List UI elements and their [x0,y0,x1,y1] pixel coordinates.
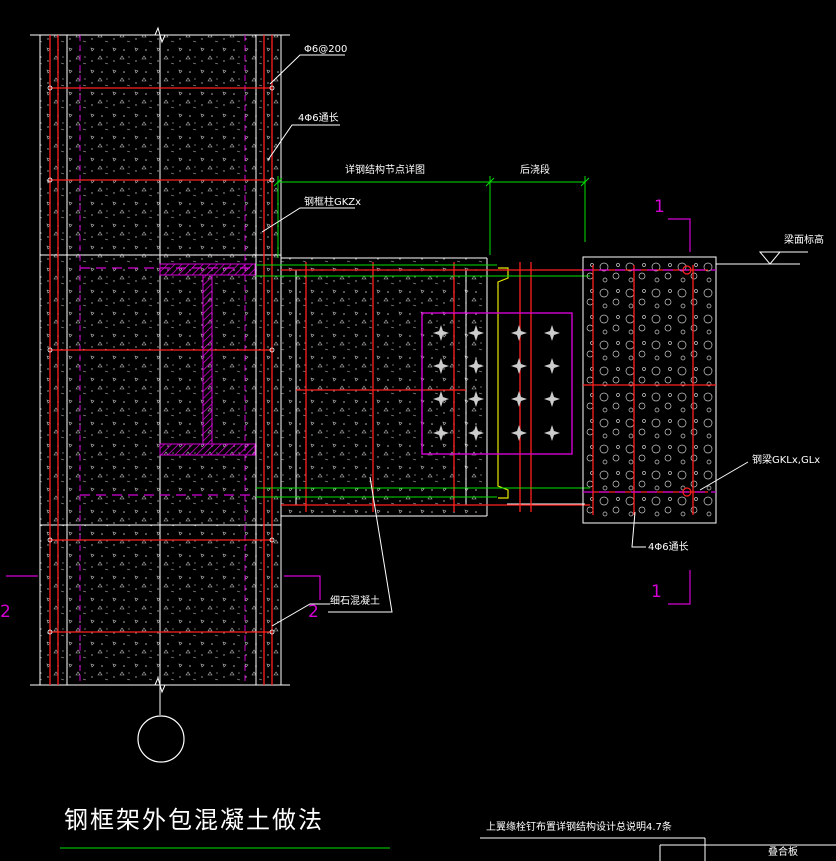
long-bars-bottom-label: 4Φ6通长 [648,542,689,553]
section-mark-1-bottom: 1 [651,582,662,602]
bolt-mark [544,358,560,374]
splice-bolts [433,325,560,441]
node-detail-label: 详钢结构节点详图 [345,165,425,176]
bolt-mark [511,391,527,407]
footnote: 上翼缘栓钉布置详钢结构设计总说明4.7条 [486,822,672,833]
section-mark-2-right: 2 [308,602,319,622]
section-mark-1-top: 1 [654,197,665,217]
steel-beam-right [582,251,808,548]
section-marks [6,218,691,605]
bolt-mark [511,325,527,341]
notes-table [480,837,836,861]
long-bars-top-label: 4Φ6通长 [298,113,339,124]
bolt-mark [511,425,527,441]
bolt-mark [468,391,484,407]
steel-column [30,26,290,715]
beam-top-elev-label: 梁面标高 [784,235,824,246]
bolt-mark [544,391,560,407]
corner-label: 叠合板 [768,847,798,858]
bolt-mark [468,425,484,441]
stirrup-label: Φ6@200 [304,44,348,55]
concrete-label: 细石混凝土 [330,596,380,607]
bolt-mark [544,325,560,341]
bolt-mark [433,391,449,407]
drawing-title: 钢框架外包混凝土做法 [64,806,324,834]
beam-ref-label: 钢梁GKLx,GLx [752,455,821,466]
bolt-mark [468,358,484,374]
bolt-mark [468,325,484,341]
steel-beam-encased [256,257,497,613]
bolt-mark [433,425,449,441]
bolt-mark [511,358,527,374]
grid-axis-bubble [137,715,185,763]
bolt-mark [433,325,449,341]
column-ref-label: 钢框柱GKZx [304,197,362,208]
bolt-mark [433,358,449,374]
section-mark-2-left: 2 [0,602,11,622]
column-leaders [261,54,355,627]
post-pour-label: 后浇段 [520,165,550,176]
bolt-mark [544,425,560,441]
post-pour-zone [421,262,590,512]
dimension-line [273,176,590,258]
